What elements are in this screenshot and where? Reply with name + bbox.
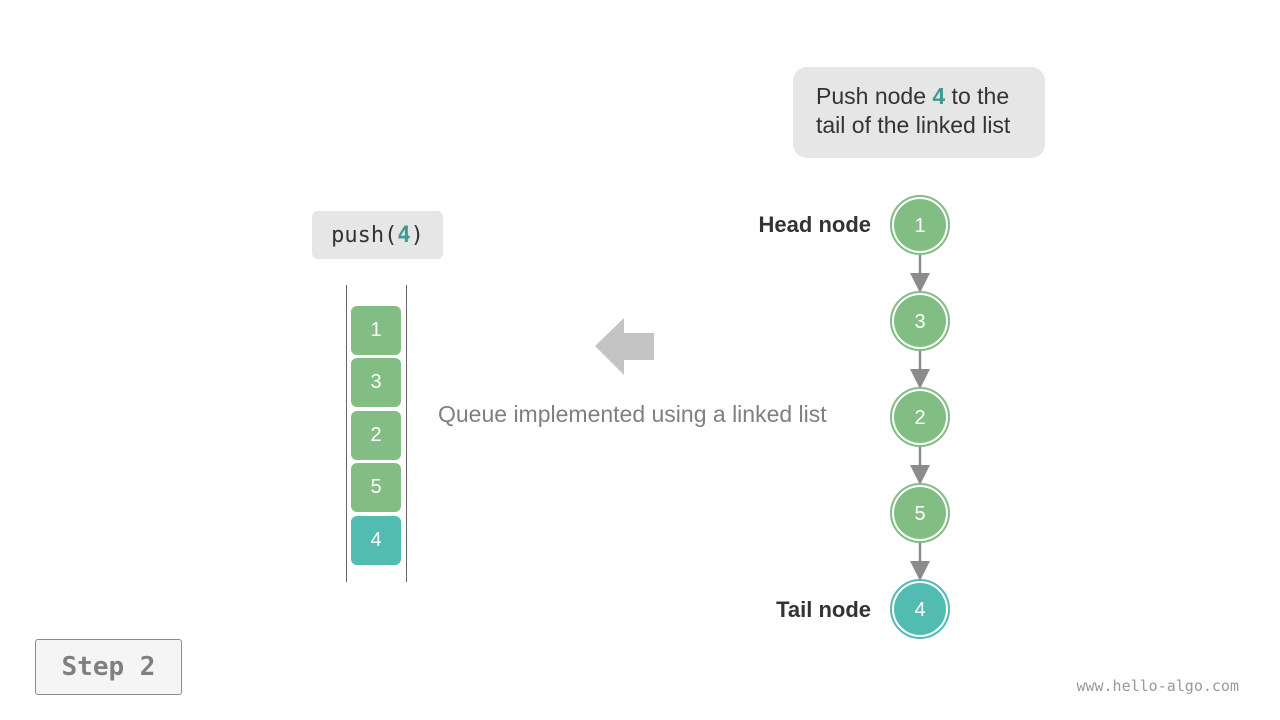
watermark: www.hello-algo.com (1076, 677, 1239, 695)
list-node: 2 (890, 387, 950, 447)
list-node-label: 2 (914, 407, 925, 429)
left-arrow-icon (595, 318, 654, 375)
callout-text-before: Push node (816, 83, 933, 109)
queue-cell: 1 (351, 306, 401, 355)
queue-cell-label: 3 (370, 371, 382, 393)
operation-suffix: ) (410, 222, 424, 248)
queue-cell: 2 (351, 411, 401, 460)
list-node: 1 (890, 195, 950, 255)
queue-cell-label: 2 (370, 424, 382, 446)
callout-line-1: Push node 4 to the (816, 82, 1045, 111)
list-node: 4 (890, 579, 950, 639)
queue-right-wall (406, 285, 407, 582)
tail-node-label: Tail node (776, 597, 871, 622)
queue-left-wall (346, 285, 347, 582)
list-node-label: 5 (914, 503, 925, 525)
list-node-label: 3 (914, 311, 925, 333)
list-node-label: 4 (914, 599, 925, 621)
callout-value: 4 (932, 83, 946, 109)
list-node: 3 (890, 291, 950, 351)
linked-list-diagram: 1 3 2 5 4 (890, 195, 950, 639)
queue-cell-label: 4 (370, 529, 382, 551)
step-indicator: Step 2 (35, 639, 182, 695)
queue-cell: 3 (351, 358, 401, 407)
callout-text-after: to the (945, 83, 1010, 109)
queue-cell: 5 (351, 463, 401, 512)
queue-cell-label: 1 (370, 319, 382, 341)
queue-cell-label: 5 (370, 476, 382, 498)
step-callout: Push node 4 to the tail of the linked li… (793, 67, 1045, 158)
queue-cell: 4 (351, 516, 401, 565)
operation-label: push(4) (312, 211, 443, 259)
callout-line-2: tail of the linked list (816, 112, 1011, 138)
diagram-caption: Queue implemented using a linked list (438, 401, 827, 427)
operation-prefix: push( (331, 222, 398, 248)
list-node: 5 (890, 483, 950, 543)
list-node-label: 1 (914, 215, 925, 237)
head-node-label: Head node (758, 212, 871, 237)
operation-value: 4 (397, 222, 411, 248)
